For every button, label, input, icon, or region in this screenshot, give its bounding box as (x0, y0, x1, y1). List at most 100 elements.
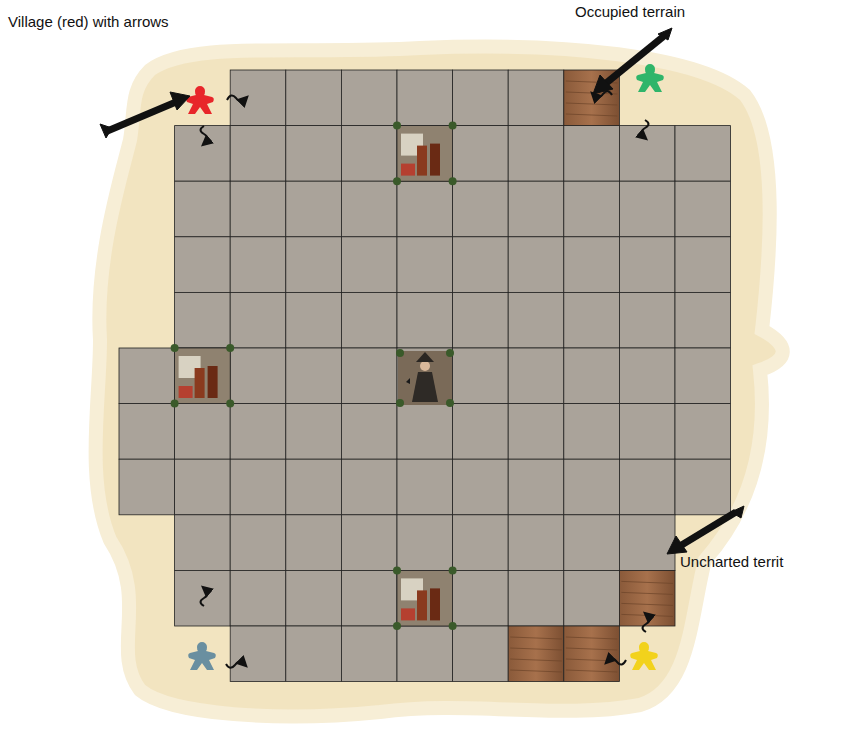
grid-cell (619, 515, 675, 571)
grid-cell (286, 348, 342, 404)
tile-corner (226, 400, 234, 408)
wood-grain (510, 670, 562, 672)
grid-cell (286, 292, 342, 348)
figure (430, 588, 440, 620)
grid-cell (230, 237, 286, 293)
grid-cell (508, 404, 564, 460)
tile-corner (449, 177, 457, 185)
grid-cell (230, 459, 286, 515)
grid-cell (230, 515, 286, 571)
grid-cell (453, 459, 509, 515)
tile-corner (449, 122, 457, 130)
tile-corner (393, 177, 401, 185)
wood-grain (510, 637, 562, 639)
grid-cell (675, 404, 731, 460)
grid-cell (286, 70, 342, 126)
grid-cell (286, 404, 342, 460)
figure (417, 590, 427, 620)
grid-cell (564, 459, 620, 515)
grid-cell (508, 348, 564, 404)
grid-cell (564, 237, 620, 293)
grid-cell (341, 626, 397, 682)
grid-cell (286, 459, 342, 515)
grid-cell (564, 126, 620, 182)
tile-corner (449, 566, 457, 574)
grid-cell (397, 404, 453, 460)
callout-label: Uncharted territ (680, 553, 783, 571)
grid-cell (564, 181, 620, 237)
village-tile (397, 126, 453, 182)
grid-cell (341, 515, 397, 571)
wood-grain (566, 103, 618, 105)
grid-cell (230, 404, 286, 460)
grid-cell (453, 181, 509, 237)
grid-cell (675, 292, 731, 348)
grid-cell (175, 126, 231, 182)
wood-tile (619, 570, 675, 626)
grid-cell (675, 459, 731, 515)
grid-cell (230, 570, 286, 626)
grid-cell (453, 570, 509, 626)
grid-cell (286, 126, 342, 182)
goods (401, 164, 415, 176)
tile-corner (393, 566, 401, 574)
grid-cell (175, 348, 231, 404)
grid-cell (230, 126, 286, 182)
village-tile (397, 570, 453, 626)
grid-cell (286, 570, 342, 626)
wood-grain (621, 592, 673, 594)
grid-cell (675, 348, 731, 404)
grid-cell (230, 181, 286, 237)
grid-cell (175, 515, 231, 571)
grid-cell (564, 404, 620, 460)
callout-label: Village (red) with arrows (8, 13, 169, 31)
grid-cell (341, 126, 397, 182)
grid-cell (230, 626, 286, 682)
grid-cell (453, 237, 509, 293)
grid-cell (397, 515, 453, 571)
wood-grain (510, 659, 562, 661)
wood-grain (621, 603, 673, 605)
wood-grain (566, 637, 618, 639)
grid-cell (564, 348, 620, 404)
grid-cell (175, 570, 231, 626)
wood-grain (621, 581, 673, 583)
grid-cell (286, 626, 342, 682)
tile-corner (226, 344, 234, 352)
grid-cell (341, 292, 397, 348)
wood-tile (564, 626, 620, 682)
callout-label: Occupied terrain (575, 3, 685, 21)
grid-cell (397, 459, 453, 515)
grid-cell (619, 292, 675, 348)
grid-cell (397, 70, 453, 126)
grid-cell (508, 459, 564, 515)
grid-cell (564, 292, 620, 348)
wood-grain (566, 670, 618, 672)
grid-cell (397, 237, 453, 293)
grid-cell (175, 237, 231, 293)
grid-cell (397, 292, 453, 348)
grid-cell (286, 181, 342, 237)
figure (208, 366, 218, 398)
grid-cell (175, 181, 231, 237)
wood-tile (508, 626, 564, 682)
grid-cell (119, 348, 175, 404)
grid-cell (119, 404, 175, 460)
grid-cell (508, 515, 564, 571)
grid-cell (175, 459, 231, 515)
grid-cell (508, 292, 564, 348)
tile-corner (171, 400, 179, 408)
grid-cell (453, 292, 509, 348)
grid-cell (508, 181, 564, 237)
grid-cell (397, 570, 453, 626)
grid-cell (675, 237, 731, 293)
grid-cell (286, 237, 342, 293)
tile-corner (393, 122, 401, 130)
goods (179, 386, 193, 398)
grid-cell (341, 459, 397, 515)
grid-cell (175, 404, 231, 460)
grid-cell (508, 570, 564, 626)
grid-cell (453, 348, 509, 404)
